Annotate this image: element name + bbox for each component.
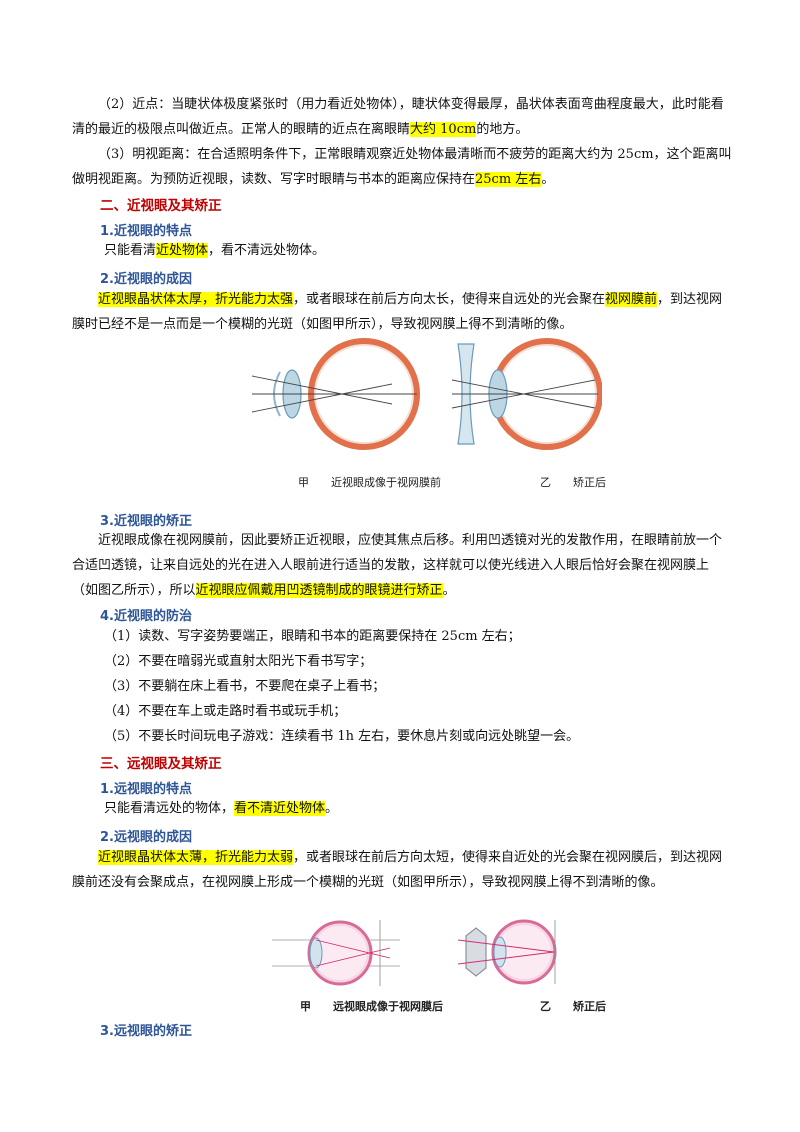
subsection-title: 2.远视眼的成因 — [100, 830, 192, 845]
myopia-corrected-eye-diagram — [452, 338, 602, 450]
list-item: （4）不要在车上或走路时看书或玩手机； — [104, 704, 347, 719]
myopia-cause: 近视眼晶状体太厚，折光能力太强，或者眼球在前后方向太长，使得来自远处的光会聚在视… — [72, 292, 723, 332]
subsection-title: 2.近视眼的成因 — [100, 272, 192, 287]
prevention-list: （1）读数、写字姿势要端正，眼睛和书本的距离要保持在 25cm 左右； （2）不… — [104, 624, 579, 749]
figure-caption: 甲 近视眼成像于视网膜前 — [298, 476, 441, 489]
highlight: 25cm 左右 — [475, 172, 542, 187]
hyperopia-corrected-eye-diagram — [458, 919, 557, 985]
figure-caption: 乙 矫正后 — [540, 1000, 606, 1013]
list-item: （5）不要长时间玩电子游戏：连续看书 1h 左右，要休息片刻或向远处眺望一会。 — [104, 729, 580, 744]
figure-caption: 乙 矫正后 — [540, 476, 606, 489]
convex-lens-icon — [465, 927, 487, 977]
highlight: 大约 10cm — [410, 122, 477, 137]
near-point-paragraph: （2）近点：当睫状体极度紧张时（用力看近处物体），睫状体变得最厚，晶状体表面弯曲… — [72, 97, 724, 137]
figure-caption: 甲 远视眼成像于视网膜后 — [300, 1000, 443, 1013]
list-item: （1）读数、写字姿势要端正，眼睛和书本的距离要保持在 25cm 左右； — [104, 629, 521, 644]
hyperopia-eye-diagram — [272, 920, 400, 986]
myopia-eye-diagram — [252, 338, 420, 450]
subsection-title: 4.近视眼的防治 — [100, 609, 192, 624]
hyperopia-cause: 近视眼晶状体太薄，折光能力太弱，或者眼球在前后方向太短，使得来自近处的光会聚在视… — [72, 850, 723, 890]
subsection-title: 3.近视眼的矫正 — [100, 514, 192, 529]
subsection-title: 1.远视眼的特点 — [100, 782, 192, 797]
hyperopia-feature: 只能看清远处的物体，看不清近处物体。 — [104, 801, 339, 816]
subsection-title: 3.远视眼的矫正 — [100, 1024, 192, 1039]
section-title-hyperopia: 三、远视眼及其矫正 — [100, 756, 222, 772]
myopia-feature: 只能看清近处物体，看不清远处物体。 — [104, 243, 326, 258]
section-title-myopia: 二、近视眼及其矫正 — [100, 198, 222, 214]
subsection-title: 1.近视眼的特点 — [100, 224, 192, 239]
myopia-correction: 近视眼成像在视网膜前，因此要矫正近视眼，应使其焦点后移。利用凹透镜对光的发散作用… — [72, 533, 723, 598]
list-item: （2）不要在暗弱光或直射太阳光下看书写字； — [104, 654, 373, 669]
clear-distance-paragraph: （3）明视距离：在合适照明条件下，正常眼睛观察近处物体最清晰而不疲劳的距离大约为… — [72, 147, 732, 187]
list-item: （3）不要躺在床上看书，不要爬在桌子上看书； — [104, 679, 386, 694]
